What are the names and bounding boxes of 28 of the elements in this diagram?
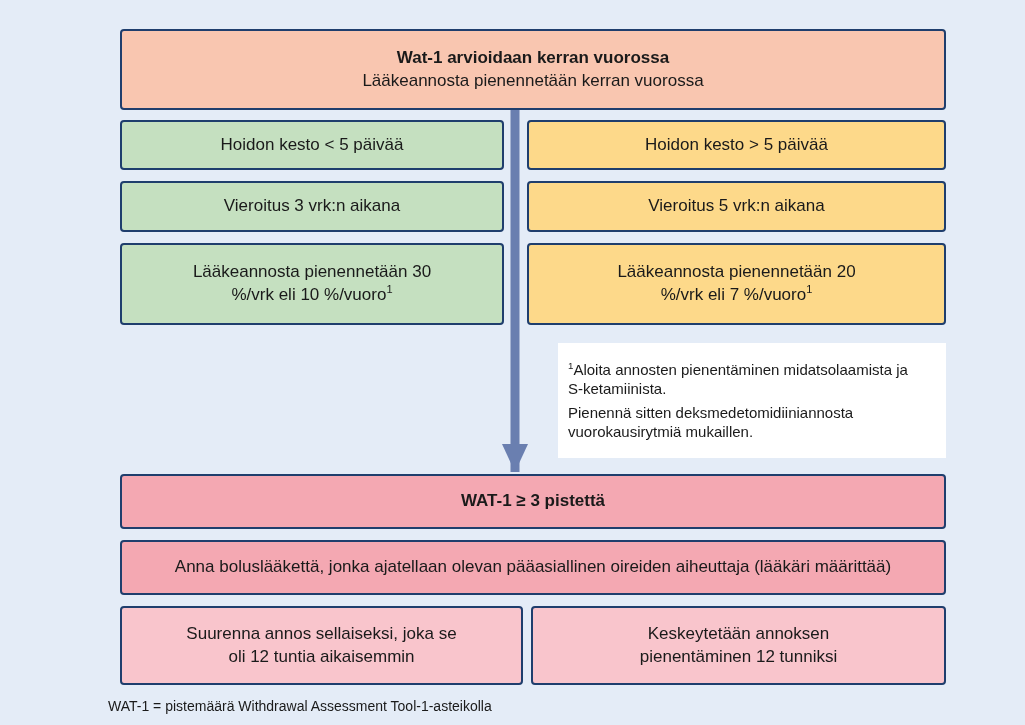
step-box xyxy=(527,181,946,232)
box-text: Vieroitus 3 vrk:n aikana xyxy=(223,195,401,218)
process-box xyxy=(120,29,946,110)
step-box xyxy=(527,120,946,170)
step-box xyxy=(527,243,946,325)
step-box xyxy=(120,540,946,595)
box-text: Keskeytetään annoksen pienentäminen 12 tunniksi xyxy=(638,622,839,668)
step-box xyxy=(531,606,946,685)
step-box xyxy=(120,120,504,170)
footnote-text: $^{1}$Aloita annosten pienentäminen midatsolaamista ja S-ketamiinista. xyxy=(568,359,909,399)
box-heading: Wat-1 arvioidaan kerran vuorossa xyxy=(396,46,670,69)
box-text: Lääkeannosta pienennetään 20 %/vrk eli 7 %/vuoro$^{1}$ xyxy=(616,261,857,306)
step-box xyxy=(120,243,504,325)
box-text: Lääkeannosta pienennetään kerran vuorossa xyxy=(362,69,704,92)
step-box xyxy=(120,606,523,685)
box-text: Hoidon kesto > 5 päivää xyxy=(645,133,828,156)
footnote-box xyxy=(558,343,946,458)
step-box xyxy=(120,181,504,232)
box-text: Anna boluslääkettä, jonka ajatellaan olevan pääasiallinen oireiden aiheuttaja (lääkäri määrittää) xyxy=(174,556,892,579)
flow-arrow xyxy=(502,110,528,472)
box-text: Suurenna annos sellaiseksi, joka se oli 12 tuntia aikaisemmin xyxy=(185,622,458,668)
box-text: Vieroitus 5 vrk:n aikana xyxy=(648,195,825,218)
footnote-text: Pienennä sitten deksmedetomidiiniannosta vuorokausirytmiä mukaillen. xyxy=(568,402,855,442)
alert-box xyxy=(120,474,946,529)
box-text: Lääkeannosta pienennetään 30 %/vrk eli 10 %/vuoro$^{1}$ xyxy=(191,261,433,306)
box-text: Hoidon kesto < 5 päivää xyxy=(220,133,404,156)
footnote-text: WAT-1 = pistemäärä Withdrawal Assessment Tool-1-asteikolla xyxy=(108,698,492,714)
box-text: WAT-1 ≥ 3 pistettä xyxy=(460,490,606,513)
